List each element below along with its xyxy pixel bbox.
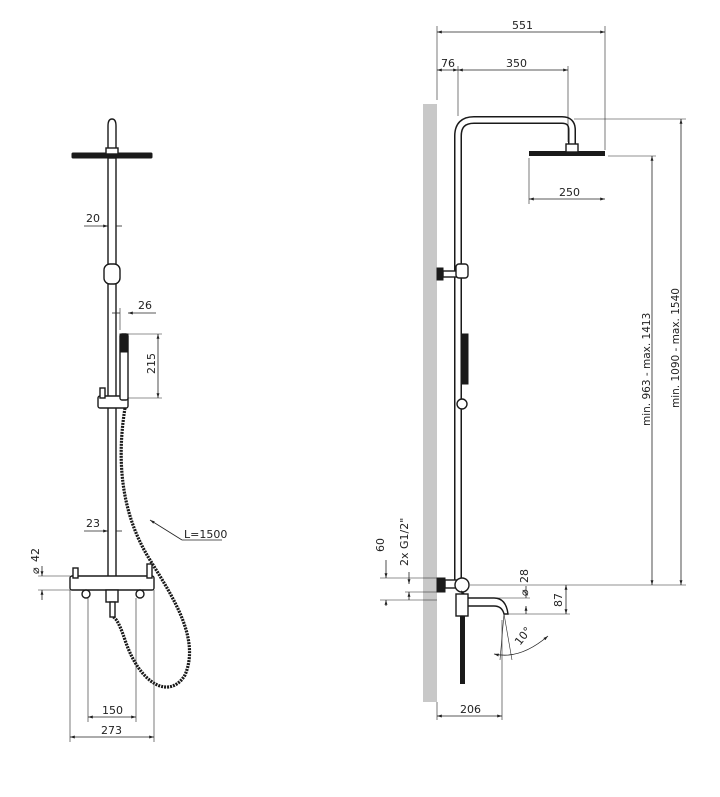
dim-bar-diameter: 20 [84,212,122,228]
wall-bracket-side [436,267,444,281]
dim-handshower-length: 215 [128,333,162,399]
hand-shower-side [461,333,469,385]
dim-mixer-width: 273 [69,590,155,742]
dim-inlet-height: 60 [374,538,437,606]
hose-down [460,616,465,684]
svg-text:min. 1090 - max. 1540: min. 1090 - max. 1540 [670,288,682,408]
svg-text:⌀: ⌀ [518,589,531,596]
svg-text:28: 28 [518,569,531,583]
dim-head-diameter: 250 [528,158,605,204]
svg-text:250: 250 [559,186,580,199]
wall [423,104,437,702]
dim-handshower-offset: 26 [112,299,156,330]
svg-text:215: 215 [145,353,158,374]
svg-text:42: 42 [29,548,42,562]
dim-inlet-spacing: 150 [87,598,137,722]
dim-height-range-2: min. 1090 - max. 1540 [574,118,686,585]
svg-text:min. 963 - max. 1413: min. 963 - max. 1413 [641,313,653,426]
riser-pipe [107,157,117,579]
svg-text:⌀: ⌀ [29,567,42,574]
dim-connections: 2x G1/2" [398,518,437,600]
svg-text:26: 26 [138,299,152,312]
svg-text:206: 206 [460,703,481,716]
svg-text:2x G1/2": 2x G1/2" [398,518,411,566]
svg-text:76: 76 [441,57,455,70]
wall-bracket [103,263,121,285]
svg-text:150: 150 [102,704,123,717]
dim-mixer-diameter: ⌀ 42 [29,548,70,600]
svg-text:10°: 10° [512,624,534,647]
svg-text:551: 551 [512,19,533,32]
svg-text:273: 273 [101,724,122,737]
svg-text:23: 23 [86,517,100,530]
svg-text:20: 20 [86,212,100,225]
dim-wall-to-bar: 76 [437,57,459,116]
svg-text:60: 60 [374,538,387,552]
dim-spout-height: 87 [508,585,570,615]
shower-hose [111,407,191,689]
dim-hose-length: L=1500 [149,519,227,541]
dim-height-range-1: min. 963 - max. 1413 [470,155,686,586]
bath-spout [461,590,509,615]
dim-total-projection: 551 [436,19,606,150]
front-view: 20 26 215 23 L=1500 ⌀ [29,118,227,742]
overhead-shower-head-side [529,151,605,156]
svg-text:L=1500: L=1500 [184,528,227,541]
dim-arm-length: 350 [458,57,569,142]
svg-text:87: 87 [552,593,565,607]
mixer-knob-side [454,577,470,593]
thermostatic-mixer [69,575,155,591]
svg-text:350: 350 [506,57,527,70]
dim-spout-diameter: 28 ⌀ [470,569,531,614]
overhead-shower-arm-top [107,118,117,151]
dim-spout-projection: 206 [436,620,503,720]
riser-and-arm [454,116,576,580]
side-view: 551 76 350 250 min. 963 - max. 1413 m [374,19,686,720]
dim-rail-diameter: 23 [84,517,122,533]
